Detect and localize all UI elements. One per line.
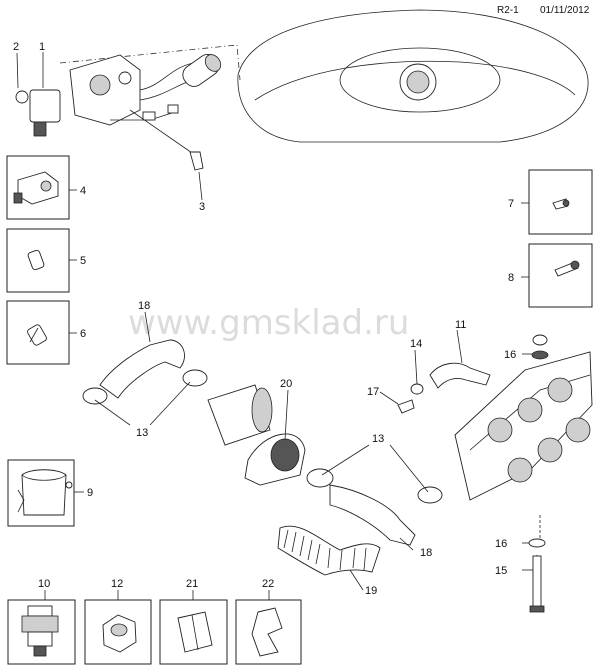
hose-assembly-illustration bbox=[82, 339, 443, 576]
part-box-22[interactable] bbox=[235, 599, 302, 665]
callout-10: 10 bbox=[38, 578, 50, 590]
part-box-6[interactable] bbox=[6, 300, 70, 365]
callout-9: 9 bbox=[87, 487, 93, 499]
part-box-12[interactable] bbox=[84, 599, 152, 665]
part-box-9[interactable] bbox=[7, 459, 75, 527]
callout-15: 15 bbox=[495, 565, 507, 577]
fuel-tank-illustration bbox=[59, 9, 589, 143]
callout-21: 21 bbox=[186, 578, 198, 590]
part-box-10[interactable] bbox=[7, 599, 76, 665]
callout-4: 4 bbox=[80, 185, 86, 197]
callout-18-top: 18 bbox=[138, 300, 150, 312]
fuel-rail-illustration bbox=[454, 334, 593, 613]
callout-2: 2 bbox=[13, 41, 19, 53]
part-box-5[interactable] bbox=[6, 228, 70, 293]
callout-8: 8 bbox=[508, 272, 514, 284]
reducer-assembly-illustration bbox=[15, 53, 222, 171]
callout-13-right: 13 bbox=[372, 433, 384, 445]
callout-12: 12 bbox=[111, 578, 123, 590]
callout-11: 11 bbox=[455, 319, 466, 331]
callout-14: 14 bbox=[410, 338, 422, 350]
callout-16-bottom: 16 bbox=[495, 538, 507, 550]
callout-19: 19 bbox=[365, 585, 377, 597]
callout-6: 6 bbox=[80, 328, 86, 340]
callout-17: 17 bbox=[367, 386, 379, 398]
callout-7: 7 bbox=[508, 198, 514, 210]
part-box-21[interactable] bbox=[159, 599, 228, 665]
watermark: www.gmsklad.ru bbox=[128, 303, 409, 343]
small-parts-illustration bbox=[397, 362, 491, 414]
callout-20: 20 bbox=[280, 378, 292, 390]
callout-5: 5 bbox=[80, 255, 86, 267]
part-box-8[interactable] bbox=[528, 243, 593, 308]
callout-22: 22 bbox=[262, 578, 274, 590]
callout-18-bottom: 18 bbox=[420, 547, 432, 559]
callout-3: 3 bbox=[199, 201, 205, 213]
diagram-ref: R2-1 bbox=[497, 5, 519, 16]
callout-13-left: 13 bbox=[136, 427, 148, 439]
part-box-7[interactable] bbox=[528, 169, 593, 235]
part-box-4[interactable] bbox=[6, 155, 70, 220]
callout-16-top: 16 bbox=[504, 349, 516, 361]
diagram-date: 01/11/2012 bbox=[540, 5, 590, 16]
leader-lines bbox=[16, 52, 533, 600]
callout-1: 1 bbox=[39, 41, 45, 53]
